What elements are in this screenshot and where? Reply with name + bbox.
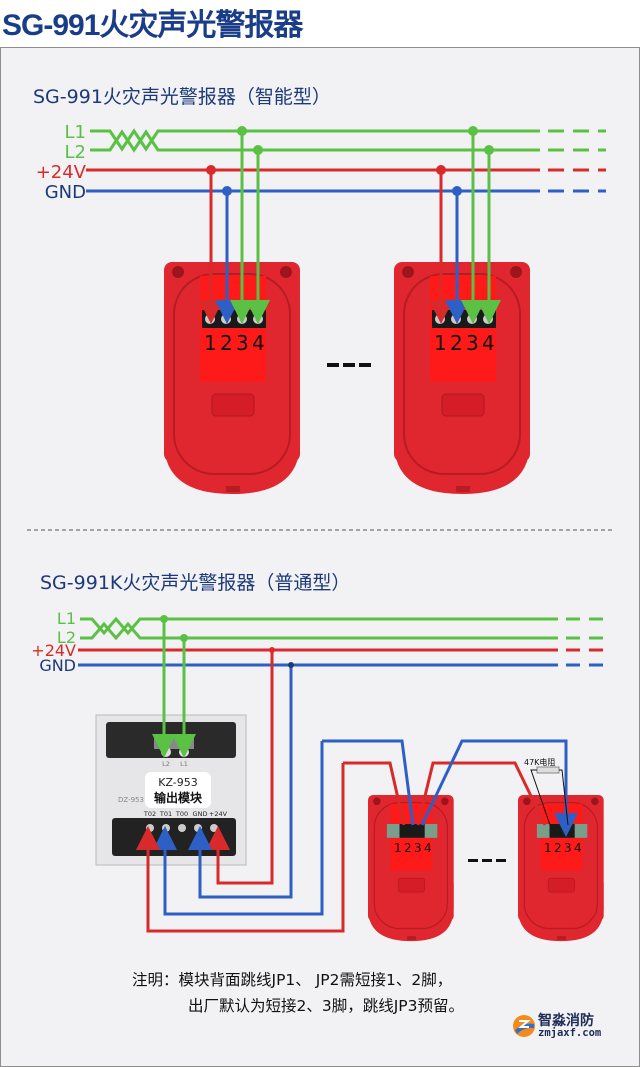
terminal-label: 1 (394, 841, 402, 855)
resistor-label: 47K电阻 (524, 757, 555, 767)
normal-alarm-1 (367, 794, 455, 942)
smart-terminal-labels: 1 2 3 4 1 2 3 4 (204, 331, 495, 355)
smart-ellipsis (327, 363, 371, 367)
bus-label-l1: L1 (65, 122, 86, 143)
logo-icon (513, 1015, 535, 1037)
smart-alarm-2 (393, 261, 531, 495)
terminal-label: 2 (554, 841, 562, 855)
terminal-label: 1 (204, 331, 217, 355)
smart-bus-lines (86, 128, 606, 193)
normal-ellipsis (468, 859, 506, 862)
module-side-label: DZ-953 (118, 796, 144, 804)
output-module: KZ-953 输出模块 DZ-953 T02 T01 T00 GND +24V … (95, 714, 247, 866)
bus-label-l2: L2 (57, 628, 76, 647)
module-name: 输出模块 (154, 790, 203, 805)
normal-terminal-labels: 1 2 3 4 1 2 3 4 (394, 841, 582, 855)
terminal-label: 4 (252, 331, 265, 355)
page-title: SG-991火灾声光警报器 (2, 9, 303, 42)
module-terminal-t02: T02 (143, 810, 156, 818)
module-terminal-l2: L2 (162, 760, 170, 768)
bus-label-24v: +24V (36, 162, 87, 183)
brand-logo: 智淼消防 zmjaxf.com (512, 1012, 608, 1042)
terminal-label: 1 (544, 841, 552, 855)
terminal-label: 3 (414, 841, 422, 855)
smart-ellipsis-text: --- (0, 0, 2, 1)
note-line-2: 出厂默认为短接2、3脚，跳线JP3预留。 (188, 997, 465, 1015)
normal-alarm-2 (517, 794, 605, 942)
module-model: KZ-953 (158, 776, 198, 789)
module-terminal-24v: +24V (209, 810, 228, 818)
normal-bus-labels: L1 L2 +24V GND (31, 609, 76, 675)
normal-junction-dots (160, 615, 294, 668)
terminal-label: 4 (482, 331, 495, 355)
bus-label-l1: L1 (57, 609, 76, 628)
normal-section-title: SG-991K火灾声光警报器（普通型） (40, 572, 351, 594)
normal-bus-lines (78, 616, 604, 667)
module-terminal-t00: T00 (175, 810, 188, 818)
module-terminal-gnd: GND (193, 810, 208, 818)
module-terminal-t01: T01 (159, 810, 172, 818)
note-line-1: 注明：模块背面跳线JP1、 JP2需短接1、2脚， (132, 971, 453, 989)
terminal-label: 1 (434, 331, 447, 355)
terminal-label: 2 (404, 841, 412, 855)
bus-label-gnd: GND (39, 656, 76, 675)
bus-label-gnd: GND (45, 182, 86, 203)
bus-label-24v: +24V (31, 641, 76, 660)
terminal-label: 2 (450, 331, 463, 355)
terminal-label: 2 (220, 331, 233, 355)
terminal-label: 3 (236, 331, 249, 355)
bus-label-l2: L2 (65, 142, 86, 163)
module-terminal-l1: L1 (180, 760, 188, 768)
terminal-label: 4 (574, 841, 582, 855)
smart-junction-dots (206, 126, 494, 196)
terminal-label: 4 (424, 841, 432, 855)
logo-name: 智淼消防 (538, 1013, 594, 1029)
logo-domain: zmjaxf.com (538, 1027, 602, 1039)
smart-section-title: SG-991火灾声光警报器（智能型） (33, 86, 331, 108)
terminal-label: 3 (466, 331, 479, 355)
terminal-label: 3 (564, 841, 572, 855)
smart-bus-labels: L1 L2 +24V GND (36, 122, 87, 203)
smart-alarm-1 (163, 261, 301, 495)
normal-ellipsis-text: --- (0, 0, 2, 1)
smart-drop-wires (199, 131, 501, 324)
resistor-47k: 47K电阻 (524, 757, 569, 826)
normal-wires (136, 619, 578, 933)
